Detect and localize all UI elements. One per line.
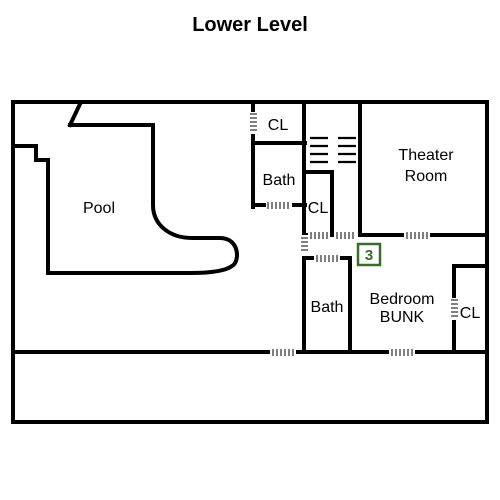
- pool-label: Pool: [83, 200, 115, 217]
- pool-outline: [13, 101, 239, 275]
- bedroom-label-line1: Bedroom: [370, 291, 435, 308]
- bath-lower-label: Bath: [311, 299, 344, 316]
- floor-title: Lower Level: [192, 14, 308, 36]
- door-bath-lower: [314, 255, 340, 262]
- door-bedroom-lower: [389, 349, 415, 356]
- theater-label-line2: Room: [405, 168, 448, 185]
- bath-upper-label: Bath: [263, 172, 296, 189]
- cl-top-label: CL: [268, 117, 289, 134]
- door-pool-lower: [270, 349, 296, 356]
- bedroom-number-badge: 3: [356, 242, 382, 267]
- door-cl-right: [451, 298, 458, 320]
- door-cl-mid: [308, 232, 330, 239]
- bedroom-label-line2: BUNK: [380, 309, 425, 326]
- door-stairs: [334, 232, 358, 239]
- door-hall-left: [301, 235, 308, 255]
- cl-mid-label: CL: [308, 200, 329, 217]
- outer-wall: [11, 100, 489, 424]
- door-cl-top: [250, 112, 257, 134]
- cl-right-label: CL: [460, 305, 481, 322]
- stairs: [310, 136, 356, 164]
- bedroom-number: 3: [365, 247, 373, 264]
- door-theater: [404, 232, 430, 239]
- theater-label-line1: Theater: [398, 147, 454, 164]
- door-bath-upper: [266, 202, 292, 209]
